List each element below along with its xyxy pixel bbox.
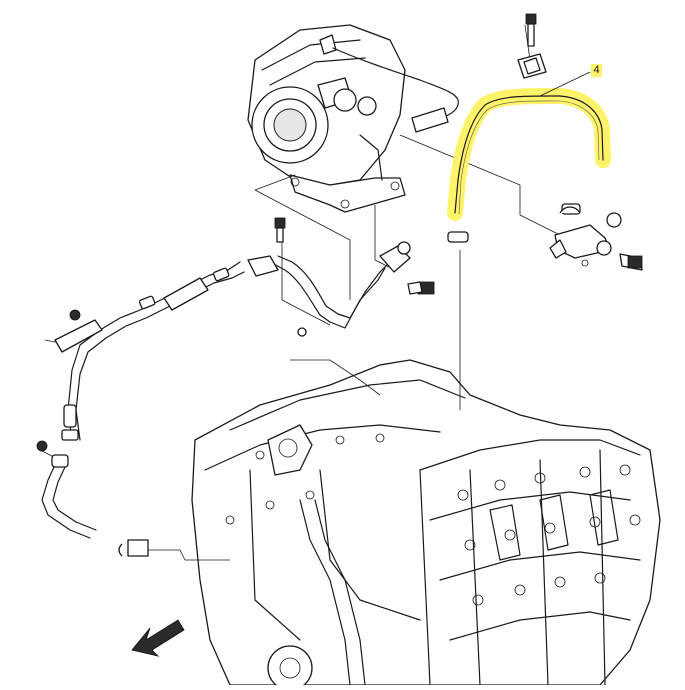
hose-clamps: [447, 203, 581, 243]
left-coolant-pipe: [36, 255, 279, 557]
outlet-fittings: [549, 212, 643, 271]
hose-bracket: [517, 13, 547, 79]
callout-number-4: 4: [591, 64, 602, 77]
coolant-hose-highlighted: [447, 71, 611, 221]
coolant-return-pipe: [269, 241, 435, 329]
middle-bolts: [274, 217, 307, 337]
turbocharger: [247, 24, 459, 213]
front-direction-arrow: [131, 619, 185, 657]
engine-block: [191, 359, 661, 690]
